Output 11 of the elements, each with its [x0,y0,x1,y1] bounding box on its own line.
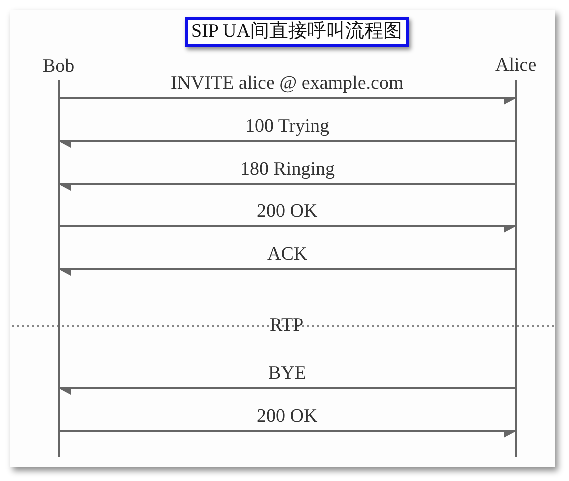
participant-label: Alice [496,55,537,77]
edge-label: BYE [268,363,306,385]
edge-label: ACK [268,244,308,266]
edge-label: INVITE alice @ example.com [171,73,404,95]
edge-label: 180 Ringing [240,159,335,181]
edge-label: 200 OK [257,201,318,223]
edge-label: 100 Trying [246,116,330,138]
protocol-label: RTP [270,315,304,337]
title: SIP UA间直接呼叫流程图 [184,17,410,47]
edge-label: 200 OK [257,406,318,428]
participant-label: Bob [43,56,75,78]
